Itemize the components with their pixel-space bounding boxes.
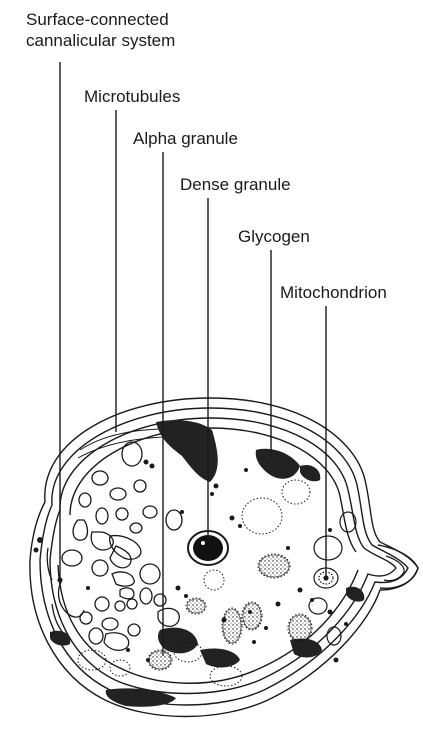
granule-outlines — [78, 480, 312, 686]
canalicular-system — [47, 442, 182, 650]
